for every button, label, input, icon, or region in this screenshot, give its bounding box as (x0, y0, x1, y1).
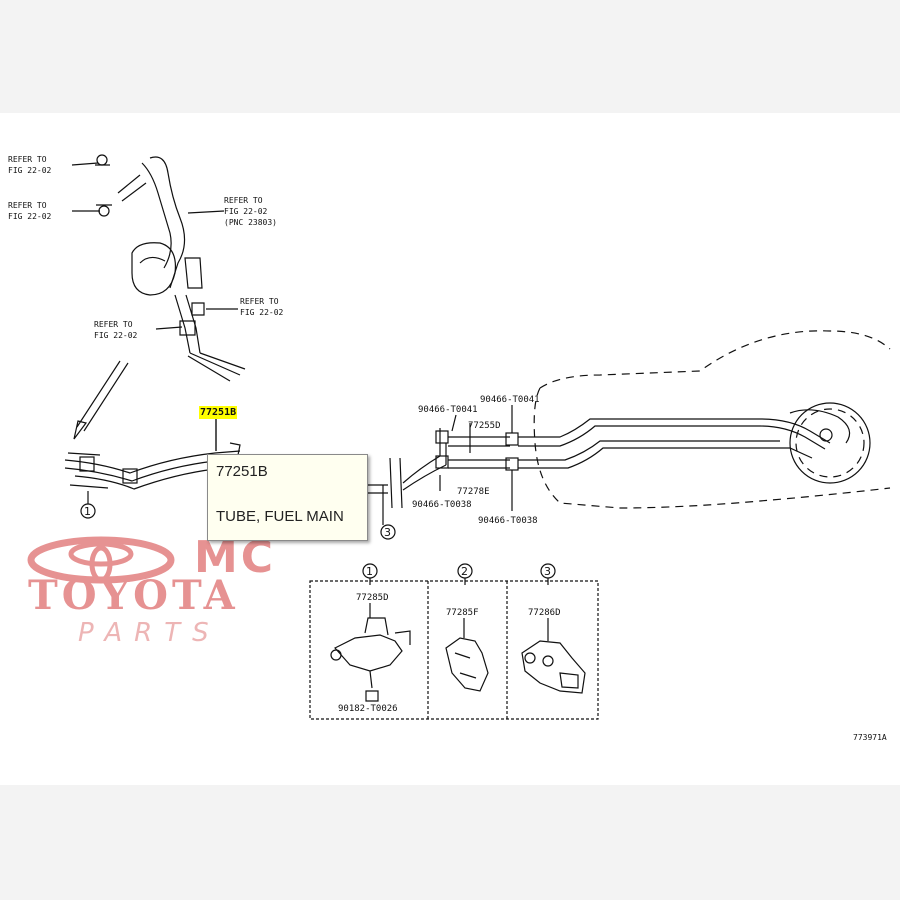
figure-id-label: 773971A (853, 733, 887, 742)
part-label-90466-t0041-left[interactable]: 90466-T0041 (418, 405, 478, 415)
part-label-90466-t0041-right[interactable]: 90466-T0041 (480, 395, 540, 405)
part-label-77286d[interactable]: 77286D (528, 608, 561, 618)
highlighted-part-label-77251b[interactable]: 77251B (199, 406, 238, 419)
detail-inset-frame (309, 580, 599, 720)
part-label-90466-t0038-right[interactable]: 90466-T0038 (478, 516, 538, 526)
part-label-77278e[interactable]: 77278E (457, 487, 490, 497)
part-tooltip: 77251B TUBE, FUEL MAIN (207, 454, 368, 541)
filler-hose-assembly (95, 154, 246, 382)
direction-arrow (73, 360, 129, 440)
clamp-77285d (330, 603, 411, 702)
inset-3-number: 3 (544, 565, 551, 578)
tooltip-description: TUBE, FUEL MAIN (216, 508, 344, 525)
part-label-77285f[interactable]: 77285F (446, 608, 479, 618)
callout-3-circle (380, 524, 396, 540)
fuel-main-tube (64, 405, 831, 525)
part-label-90182-t0026[interactable]: 90182-T0026 (338, 704, 398, 714)
tooltip-part-number: 77251B (216, 463, 268, 480)
fuel-tank-outline (533, 330, 891, 509)
callout-3-number: 3 (384, 526, 391, 539)
clamp-77285f (445, 618, 489, 692)
clamp-77286d (521, 618, 586, 694)
inset-1-number: 1 (366, 565, 373, 578)
part-label-77285d[interactable]: 77285D (356, 593, 389, 603)
inset-2-number: 2 (461, 565, 468, 578)
part-label-90466-t0038-left[interactable]: 90466-T0038 (412, 500, 472, 510)
callout-1-number: 1 (84, 505, 91, 518)
part-label-77255d[interactable]: 77255D (468, 421, 501, 431)
